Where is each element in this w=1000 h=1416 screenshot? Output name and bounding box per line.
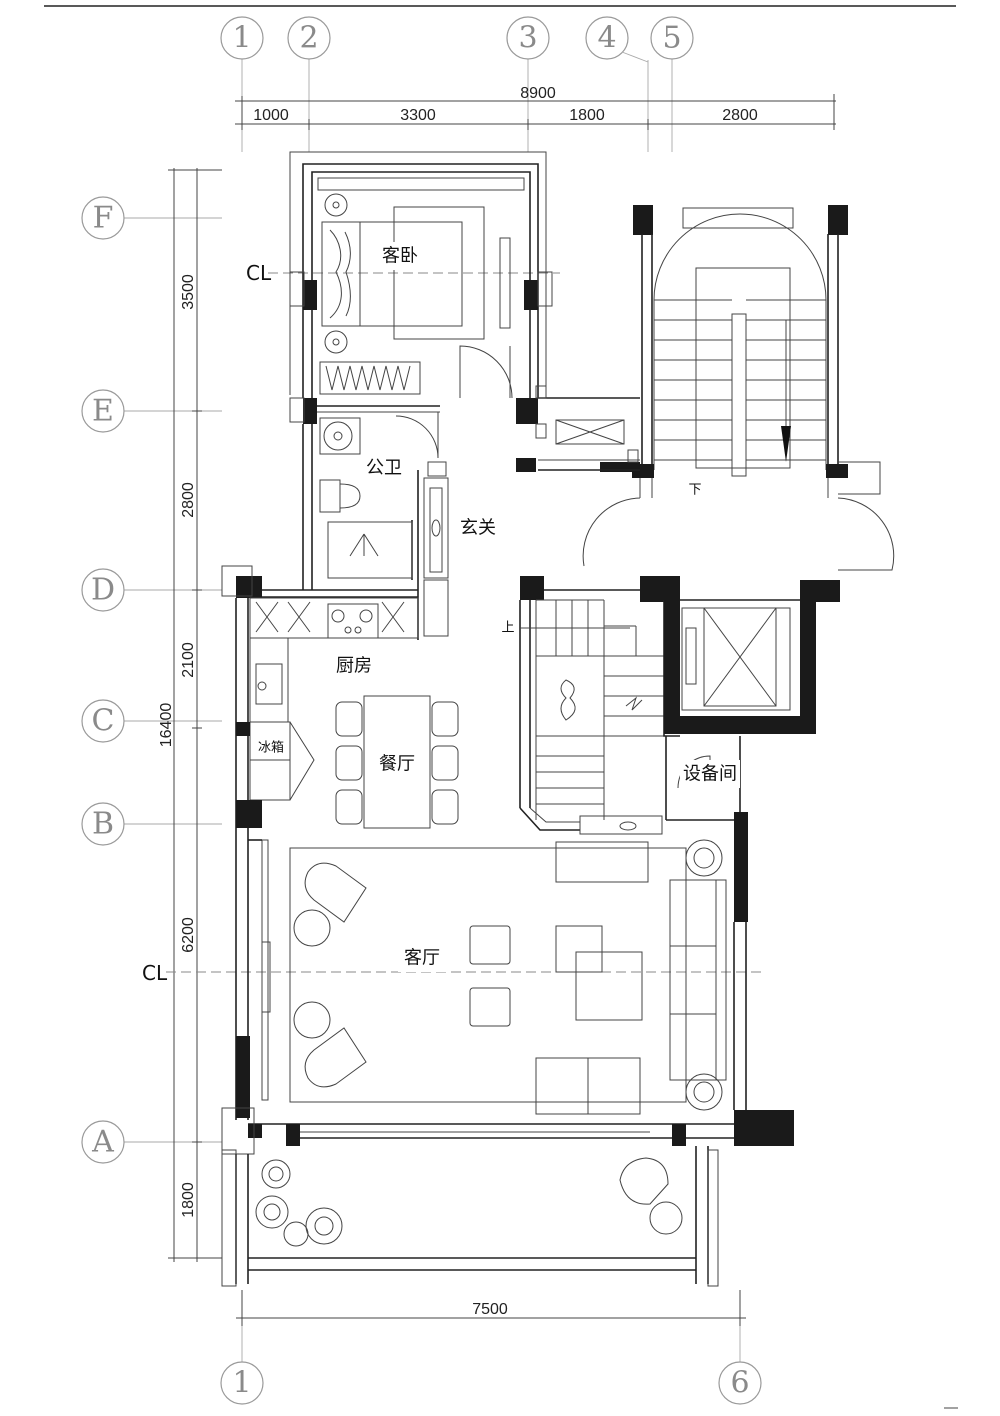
svg-text:1: 1	[232, 21, 251, 56]
dim-segment: 2100	[180, 642, 197, 678]
axis-bubble: 4	[585, 16, 629, 60]
room-label-living: 客厅	[404, 948, 440, 969]
terrace-block	[221, 1146, 719, 1287]
centerline-symbol: CL	[142, 961, 168, 985]
svg-text:D: D	[91, 573, 115, 608]
stair-down-label: 下	[688, 483, 701, 498]
centerlines: CL CL	[142, 261, 762, 985]
foyer-block: 玄关	[417, 477, 506, 640]
axis-grid-lines	[124, 58, 741, 1362]
axis-bubbles-left: F E D C B A	[81, 196, 125, 1164]
dim-segment: 2800	[180, 482, 197, 518]
dim-segment: 1000	[253, 107, 289, 124]
dim-segment: 6200	[180, 917, 197, 953]
svg-text:5: 5	[662, 21, 681, 56]
axis-bubble: 5	[650, 16, 694, 60]
room-label-dining: 餐厅	[379, 754, 415, 775]
stair-up-label: 上	[501, 621, 514, 636]
small-balcony	[516, 385, 640, 472]
svg-text:B: B	[92, 807, 114, 842]
public-bath-block: 公卫	[289, 397, 447, 590]
svg-text:1: 1	[232, 1366, 251, 1401]
axis-bubble: 1	[220, 1361, 264, 1405]
dim-segment: 2800	[722, 107, 758, 124]
central-stair: 上	[501, 576, 840, 835]
dim-segment: 1800	[569, 107, 605, 124]
svg-text:C: C	[92, 704, 115, 739]
dim-total-width: 8900	[520, 85, 556, 102]
guest-bedroom-block: 客卧	[289, 151, 553, 399]
axis-bubbles-top: 1 2 3 4 5	[220, 16, 694, 63]
room-label-fridge: 冰箱	[258, 740, 284, 756]
centerline-symbol: CL	[246, 261, 272, 285]
axis-bubble: E	[81, 389, 125, 433]
axis-bubble: 6	[718, 1361, 762, 1405]
elevator-block	[664, 599, 816, 734]
svg-text:6: 6	[730, 1366, 749, 1401]
stair-block-upper: 下	[582, 205, 895, 571]
dimension-left: 16400 3500 2800 2100 6200 1800	[158, 168, 222, 1262]
dim-total-width-bottom: 7500	[472, 1301, 508, 1318]
axis-bubble: A	[81, 1120, 125, 1164]
dim-segment: 3500	[180, 274, 197, 310]
axis-bubble: 3	[506, 16, 550, 60]
axis-bubble: 1	[220, 16, 264, 60]
living-block: 客厅	[221, 800, 794, 1155]
axis-bubble: F	[81, 196, 125, 240]
svg-text:2: 2	[299, 21, 318, 56]
room-label-kitchen: 厨房	[336, 656, 372, 677]
dim-segment: 1800	[180, 1182, 197, 1218]
axis-bubble: B	[81, 802, 125, 846]
svg-text:3: 3	[518, 21, 537, 56]
axis-bubble: D	[81, 568, 125, 612]
svg-text:A: A	[91, 1125, 114, 1160]
room-label-foyer: 玄关	[460, 518, 496, 539]
dining-block: 餐厅	[335, 695, 459, 829]
equipment-room-block: 设备间	[666, 736, 741, 821]
dimension-top: 8900 1000 3300 1800 2800	[235, 85, 836, 130]
kitchen-block: 厨房 冰箱	[221, 565, 419, 1120]
dim-segment: 3300	[400, 107, 436, 124]
axis-bubble: C	[81, 699, 125, 743]
room-label-public-bath: 公卫	[366, 458, 402, 479]
axis-bubbles-bottom: 1 6	[220, 1361, 762, 1405]
dimension-bottom: 7500	[236, 1290, 746, 1326]
axis-bubble: 2	[287, 16, 331, 60]
room-label-guest-bedroom: 客卧	[382, 246, 418, 267]
room-label-equipment: 设备间	[683, 764, 737, 785]
svg-text:E: E	[92, 394, 114, 429]
svg-text:F: F	[93, 201, 114, 236]
svg-text:4: 4	[597, 21, 616, 56]
dim-total-height: 16400	[158, 703, 175, 748]
